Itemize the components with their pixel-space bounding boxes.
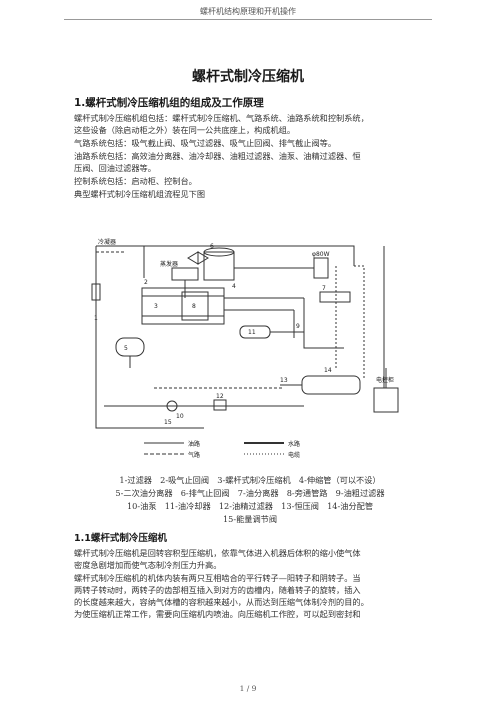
section-heading: 1.螺杆式制冷压缩机组的组成及工作原理 (74, 97, 264, 109)
paragraph-line: 螺杆式制冷压缩机组包括：螺杆式制冷压缩机、气路系统、油路系统和控制系统， (74, 113, 369, 123)
oil-system-line: 油路系统包括：高效油分离器、油冷却器、油粗过滤器、油泵、油精过滤器、恒 (74, 151, 361, 161)
evaporator-label: 蒸发器 (160, 260, 178, 268)
legend-line: 15-能量调节阀 (222, 514, 278, 524)
paragraph-line: 为使压缩机正常工作，需要向压缩机内喷油。向压缩机工作腔，可以起到密封和 (74, 609, 361, 619)
subsection-heading: 1.1螺杆式制冷压缩机 (74, 533, 167, 544)
diagram-number: 8 (192, 303, 196, 310)
page-indicator: 1 / 9 (239, 684, 257, 693)
diagram-number: 7 (322, 285, 326, 292)
diagram-number: 4 (232, 283, 236, 290)
diagram-number: 14 (324, 367, 332, 374)
legend-oil-label: 油路 (188, 440, 200, 448)
condenser-label: 冷凝器 (98, 238, 116, 246)
diagram-number: 5 (124, 345, 128, 352)
diagram-number: 15 (164, 419, 172, 426)
legend-gas-label: 气路 (188, 451, 200, 459)
paragraph-line: 密度急剧增加而使气态制冷剂压力升高。 (74, 560, 222, 570)
gas-system-line: 气路系统包括：吸气截止阀、吸气过滤器、吸气止回阀、排气截止阀等。 (74, 138, 337, 148)
document-title: 螺杆式制冷压缩机 (192, 69, 304, 85)
flow-diagram: 冷凝器 蒸发器 φ80W 电控柜 油路 气路 水路 电缆 1 2 3 4 5 6… (91, 238, 399, 459)
header-divider (64, 19, 432, 20)
paragraph-line: 这些设备（除启动柜之外）装在同一公共底座上，构成机组。 (74, 125, 296, 135)
diagram-number: 2 (144, 279, 148, 286)
cabinet-label: 电控柜 (376, 376, 394, 384)
diagram-number: 10 (176, 413, 184, 420)
running-header: 螺杆机结构原理和开机操作 (200, 7, 296, 16)
legend-line: 10-油泵 11-油冷却器 12-油精过滤器 13-恒压阀 14-油分配管 (126, 501, 374, 511)
legend-line: 1-过滤器 2-吸气止回阀 3-螺杆式制冷压缩机 4-伸缩管（可以不设） (119, 475, 381, 485)
diagram-number: 12 (216, 393, 224, 400)
paragraph-line: 的长度越来越大，容纳气体槽的容积越来越小，从而达到压缩气体制冷剂的目的。 (74, 597, 369, 607)
diagram-number: 6 (210, 243, 214, 250)
diagram-number: 1 (94, 315, 98, 322)
diagram-number: 11 (248, 329, 256, 336)
diagram-number: 3 (154, 303, 158, 310)
diagram-number: 9 (296, 323, 300, 330)
legend-cable-label: 电缆 (288, 451, 300, 459)
figure-intro-line: 典型螺杆式制冷压缩机组流程见下图 (74, 189, 206, 199)
control-system-line: 控制系统包括：启动柜、控制台。 (74, 176, 197, 186)
paragraph-line: 螺杆式制冷压缩机的机体内装有两只互相啮合的平行转子—阳转子和阴转子。当 (74, 573, 361, 583)
diagram-number: 13 (280, 377, 288, 384)
oil-system-line: 压阀、回油过滤器等。 (74, 163, 156, 173)
dimension-label: φ80W (312, 251, 330, 258)
paragraph-line: 两转子转动时，两转子的齿部相互插入到对方的齿槽内，随着转子的旋转，插入 (74, 585, 361, 595)
legend-water-label: 水路 (288, 440, 300, 448)
legend-line: 5-二次油分离器 6-排气止回阀 7-油分离器 8-旁通管路 9-油粗过滤器 (115, 488, 385, 498)
paragraph-line: 螺杆式制冷压缩机是回转容积型压缩机，依靠气体进入机器后体积的缩小使气体 (74, 548, 361, 558)
